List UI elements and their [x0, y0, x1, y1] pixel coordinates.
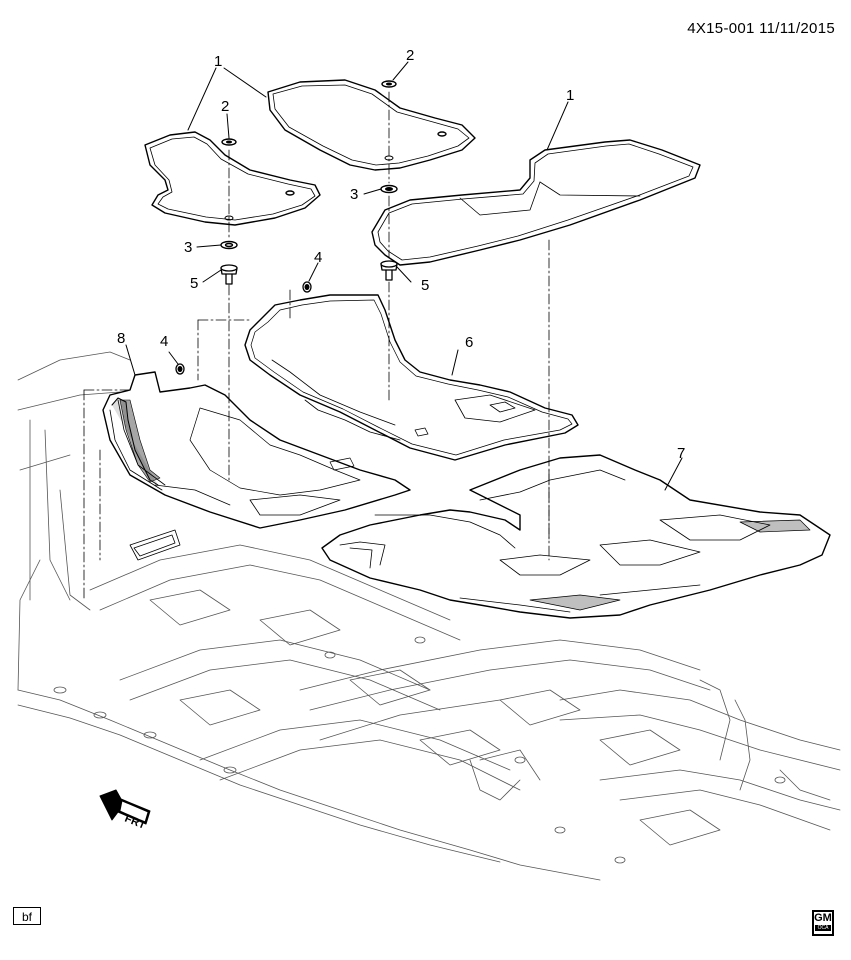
floor-mat-left-front	[144, 131, 321, 226]
callout-5b: 5	[421, 277, 429, 294]
callout-3a: 3	[184, 239, 192, 256]
callout-1a: 1	[214, 53, 222, 70]
gm-logo-text: GM	[814, 912, 832, 924]
callout-2a: 2	[221, 98, 229, 115]
floor-mat-right-front	[267, 79, 476, 171]
illustrator-code-box: bf	[13, 907, 41, 925]
side-floor-carpet	[102, 371, 411, 529]
callout-5a: 5	[190, 275, 198, 292]
callout-4b: 4	[160, 333, 168, 350]
callout-6: 6	[465, 334, 473, 351]
assembly-center-lines	[83, 91, 550, 601]
gm-logo-subtext: OCA	[815, 925, 831, 931]
fastener-stack-right	[380, 80, 398, 281]
gm-logo: GM OCA	[812, 910, 834, 936]
callout-4a: 4	[314, 249, 322, 266]
callout-2b: 2	[406, 47, 414, 64]
front-direction-arrow: FRT	[99, 789, 151, 832]
floor-mat-rear	[371, 139, 701, 266]
callout-1b: 1	[566, 87, 574, 104]
callout-8: 8	[117, 330, 125, 347]
diagram-reference-code: 4X15-001 11/11/2015	[687, 20, 835, 37]
front-floor-carpet	[244, 294, 579, 461]
vehicle-floor-pan	[17, 351, 841, 881]
callout-7: 7	[677, 445, 685, 462]
leader-lines	[125, 61, 683, 491]
fastener-part-4	[175, 281, 312, 375]
rear-floor-carpet	[321, 454, 831, 619]
fastener-stack-left	[220, 138, 238, 285]
callout-3b: 3	[350, 186, 358, 203]
callout-labels: 1 1 2 2 3 3 4 4 5 5 6 7 8	[117, 47, 685, 462]
